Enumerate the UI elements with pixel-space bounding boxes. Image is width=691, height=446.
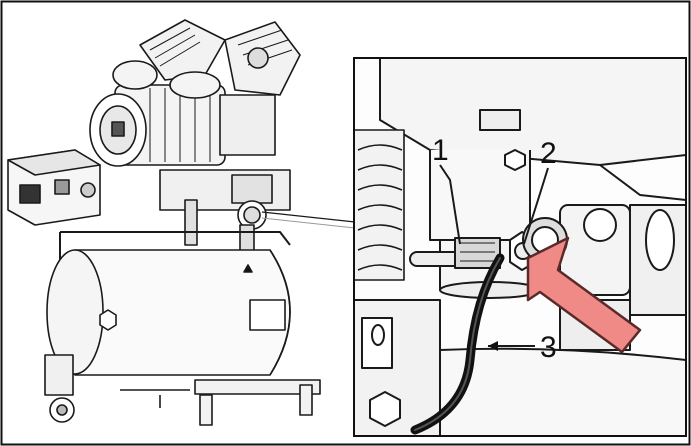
compressor-overview xyxy=(7,19,321,426)
zoom-leader-line-2 xyxy=(261,217,356,229)
valve-assembly xyxy=(59,169,291,279)
cylinder-heads xyxy=(139,19,301,96)
callout-leaders xyxy=(439,164,549,351)
air-tank xyxy=(46,249,291,376)
motor xyxy=(89,60,276,167)
red-arrow-icon xyxy=(526,236,642,354)
spring xyxy=(354,129,405,281)
control-box xyxy=(7,149,101,226)
callout-label-1: 1 xyxy=(432,134,449,167)
inset-border xyxy=(353,57,687,437)
callout-label-3: 3 xyxy=(540,331,557,364)
callout-label-2: 2 xyxy=(540,137,557,170)
detail-inset xyxy=(354,58,686,436)
zoom-leader-line xyxy=(261,211,356,223)
stand xyxy=(44,354,321,426)
